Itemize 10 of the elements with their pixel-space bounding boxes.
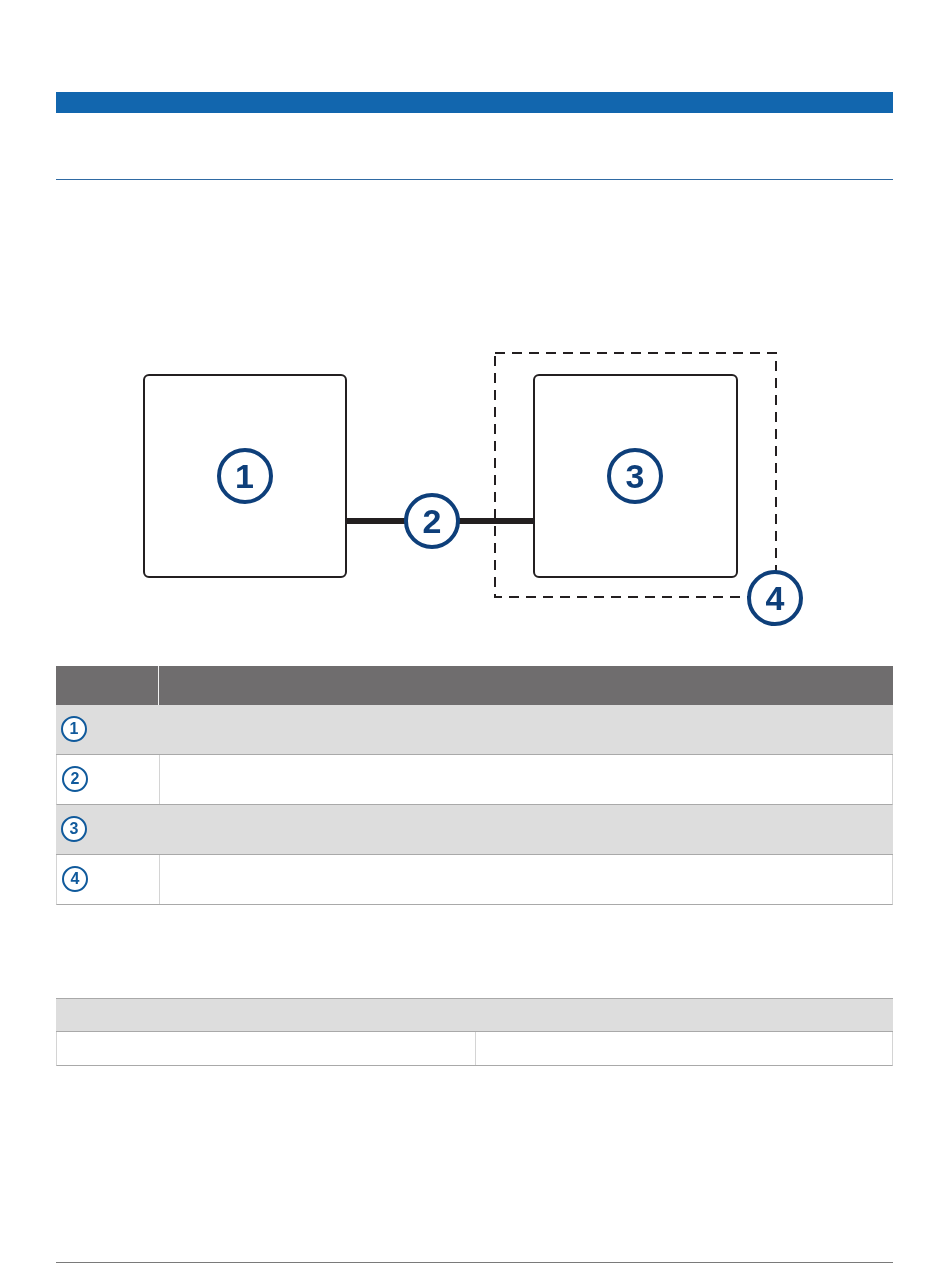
component-box bbox=[533, 374, 738, 578]
callout-number: 3 bbox=[61, 816, 87, 842]
component-box bbox=[143, 374, 347, 578]
callout-number: 2 bbox=[404, 493, 460, 549]
callout-number: 1 bbox=[216, 447, 273, 504]
callout-number: 4 bbox=[747, 570, 803, 626]
callout-number: 2 bbox=[62, 766, 88, 792]
callout-number: 4 bbox=[62, 866, 88, 892]
callout-number: 1 bbox=[61, 716, 87, 742]
callout-number: 3 bbox=[607, 447, 663, 504]
